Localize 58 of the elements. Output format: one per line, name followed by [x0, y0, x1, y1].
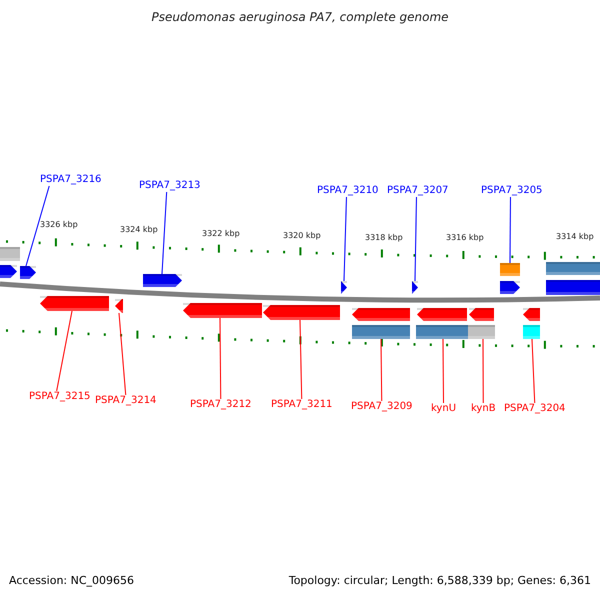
title: Pseudomonas aeruginosa PA7, complete genome: [150, 11, 450, 23]
scale-label: 3320 kbp: [283, 230, 321, 242]
gene-block: [417, 308, 467, 321]
gene-label: kynU: [431, 403, 456, 415]
leader-line: [56, 310, 72, 392]
gene-label: PSPA7_3214: [95, 395, 156, 407]
gene-label: kynB: [471, 403, 496, 415]
gene-block: [40, 296, 109, 311]
leader-line: [26, 186, 50, 266]
gene-label: PSPA7_3213: [139, 180, 200, 192]
gene-block: [341, 281, 347, 294]
leader-line: [300, 320, 302, 400]
scale-label: 3316 kbp: [446, 232, 484, 244]
feature-bar: [546, 280, 600, 295]
gene-label: PSPA7_3209: [351, 401, 412, 413]
leader-line: [482, 338, 484, 404]
scale-label: 3324 kbp: [120, 224, 158, 236]
gene-block: [469, 308, 494, 321]
gene-block: [20, 266, 36, 279]
gene-block: [0, 265, 17, 278]
gene-block: [523, 308, 540, 321]
gene-block: [115, 299, 123, 313]
gene-label: PSPA7_3211: [271, 399, 332, 411]
gene-label: PSPA7_3207: [387, 185, 448, 197]
gene-label: PSPA7_3204: [504, 403, 566, 415]
scale-label: 3314 kbp: [556, 231, 594, 243]
leader-line: [344, 196, 347, 282]
leader-line: [442, 338, 444, 404]
leader-line: [220, 318, 222, 400]
feature-bar: [500, 263, 520, 276]
footer-text: Accession: NC_009656: [9, 575, 134, 587]
leader-line: [414, 196, 417, 282]
feature-bar: [523, 325, 540, 339]
leader-line: [510, 196, 511, 264]
feature-bar: [0, 247, 20, 261]
gene-label: PSPA7_3212: [190, 399, 252, 411]
gene-label: PSPA7_3216: [40, 174, 102, 186]
scale-label: 3318 kbp: [365, 232, 403, 244]
leader-line: [162, 192, 168, 274]
gene-label: PSPA7_3205: [481, 185, 542, 197]
leader-line: [118, 312, 126, 396]
leader-line: [380, 338, 382, 402]
feature-bar: [352, 325, 410, 339]
scale-label: 3326 kbp: [40, 219, 78, 231]
scale-label: 3322 kbp: [202, 228, 240, 240]
footer-text: Topology: circular; Length: 6,588,339 bp; Genes: 6,361: [288, 575, 591, 587]
gene-block: [143, 274, 182, 287]
feature-bar: [468, 325, 495, 339]
gene-label: PSPA7_3215: [29, 391, 90, 403]
feature-bar: [546, 262, 600, 275]
leader-line: [532, 338, 536, 404]
gene-block: [412, 281, 418, 294]
gene-block: [263, 305, 340, 320]
gene-block: [352, 308, 410, 321]
gene-block: [183, 303, 262, 318]
gene-block: [500, 281, 520, 294]
gene-label: PSPA7_3210: [317, 185, 378, 197]
feature-bar: [416, 325, 468, 339]
